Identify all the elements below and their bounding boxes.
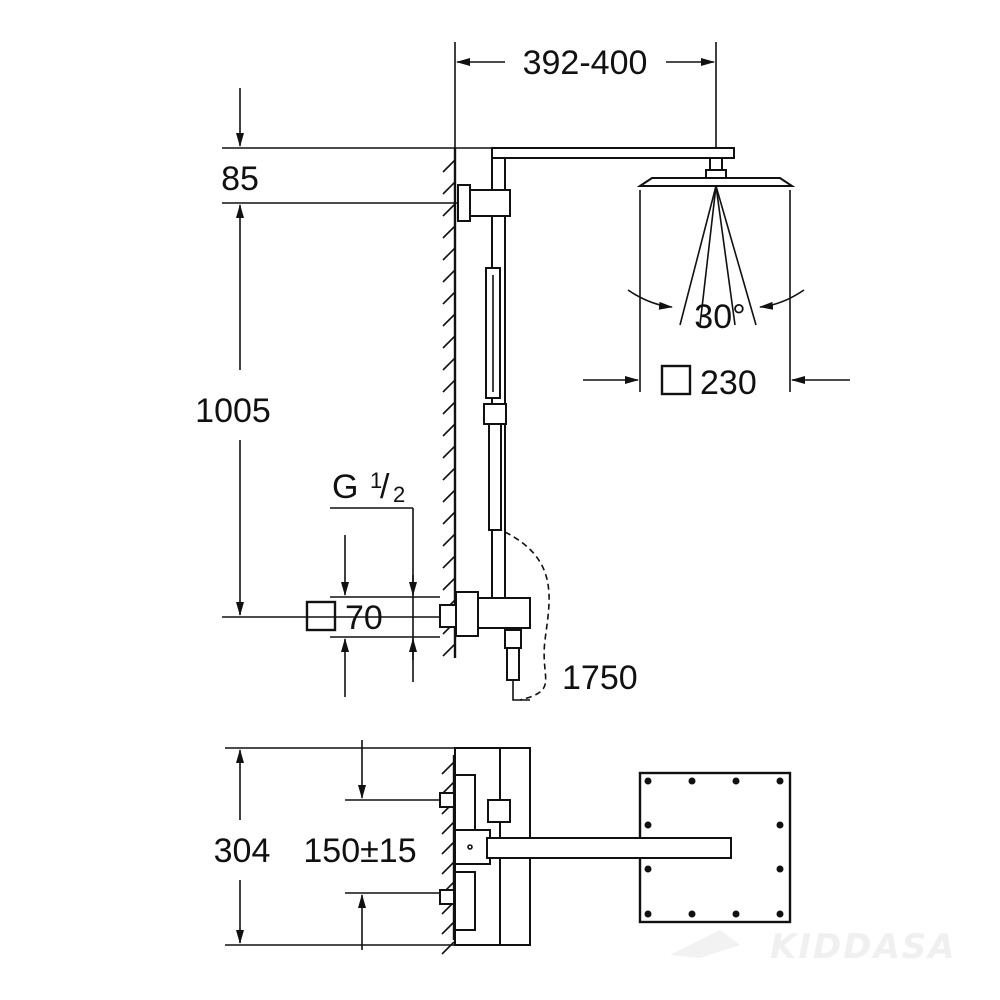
height-label: 1005 [195, 392, 271, 430]
wall-hatch [442, 203, 456, 217]
svg-text:1: 1 [370, 468, 382, 493]
nozzle-dot [688, 910, 696, 918]
wall-hatch [442, 247, 456, 261]
nozzle-dot [644, 910, 652, 918]
nozzle-dot [776, 865, 784, 873]
wall-hatch [442, 533, 456, 547]
top-view-dimensions: 304 150±15 [214, 740, 525, 950]
connection-thread-label: G 1 / 2 [330, 468, 414, 682]
nozzle-dot [688, 777, 696, 785]
wall-hatch [442, 357, 456, 371]
mixer-size-label: 70 [345, 599, 383, 637]
nozzle-dot [644, 821, 652, 829]
nozzle-dot [776, 777, 784, 785]
wall-hatch [442, 577, 456, 591]
wall-hatch [441, 921, 455, 935]
watermark-logo: KIDDASA [670, 927, 957, 967]
hose-length-label: 1750 [562, 659, 638, 697]
wall-hatch [442, 445, 456, 459]
wall-hatch [441, 941, 455, 955]
wall-hatch [442, 291, 456, 305]
square-symbol-icon [305, 600, 337, 632]
nozzle-dot [776, 821, 784, 829]
svg-text:/: / [380, 468, 390, 506]
wall-hatch [442, 159, 456, 173]
wall-hatch [442, 181, 456, 195]
nozzle-dot [644, 865, 652, 873]
wall-hatch [442, 489, 456, 503]
head-size-label: 230 [700, 364, 757, 402]
wall-hatch [441, 861, 455, 875]
wall [442, 148, 457, 658]
wall-hatch [442, 467, 456, 481]
top-offset-label: 85 [221, 160, 259, 198]
wall-hatch [441, 821, 455, 835]
svg-text:G: G [332, 468, 358, 506]
wall-hatch [442, 423, 456, 437]
nozzle-dot [732, 777, 740, 785]
wall-hatch [442, 335, 456, 349]
wall-hatch [442, 401, 456, 415]
mixer-size-dimension: 70 [305, 535, 440, 697]
top-view-shower-plate [486, 771, 792, 924]
svg-text:KIDDASA: KIDDASA [770, 927, 957, 967]
wall-hatch [442, 313, 456, 327]
square-symbol-icon [660, 364, 692, 396]
wall-hatch [441, 841, 455, 855]
wall-hatch [442, 511, 456, 525]
nozzle-dot [644, 777, 652, 785]
shower-head: 30° [627, 157, 805, 336]
wall-hatch [442, 555, 456, 569]
spray-angle-label: 30° [694, 298, 745, 336]
wall-hatch [442, 379, 456, 393]
arm-length-label: 392-400 [523, 44, 648, 82]
wall-hatch [441, 761, 455, 775]
mixer-length-label: 304 [214, 832, 271, 870]
nozzle-dot [776, 910, 784, 918]
head-size-dimension: 230 [583, 190, 850, 402]
svg-text:2: 2 [393, 482, 405, 507]
height-dimensions: 85 1005 [195, 88, 492, 618]
wall-hatch [442, 225, 456, 239]
shower-column [439, 147, 735, 701]
wall-hatch [442, 269, 456, 283]
center-distance-label: 150±15 [303, 832, 416, 870]
nozzle-dot [732, 910, 740, 918]
arm-length-dimension: 392-400 [454, 42, 717, 158]
wall-hatch [442, 643, 456, 657]
